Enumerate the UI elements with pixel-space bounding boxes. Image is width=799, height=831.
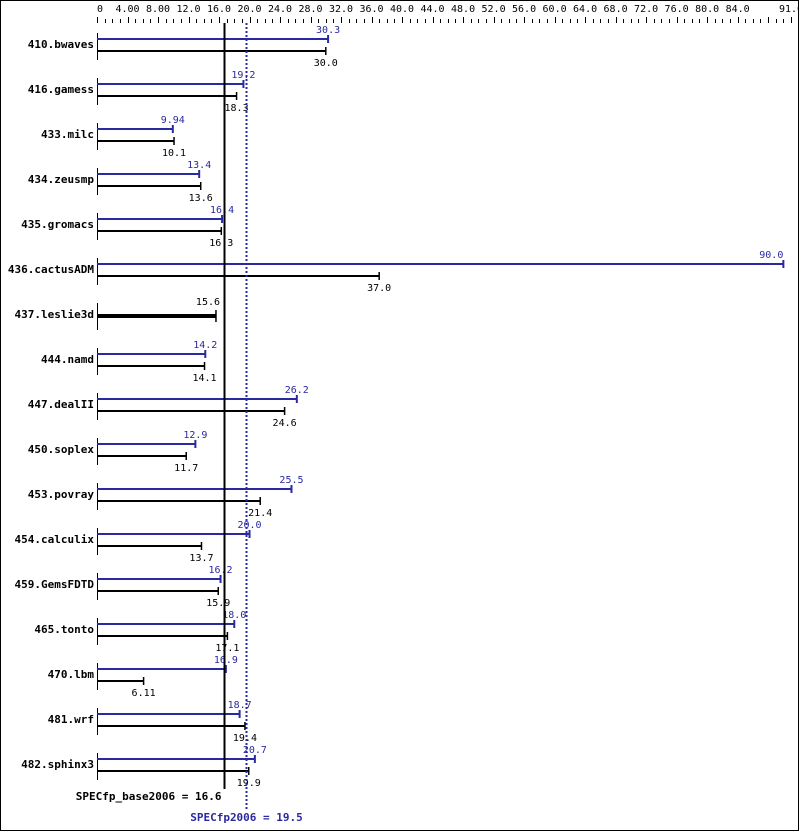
peak-value-label: 12.9: [183, 430, 207, 441]
benchmark-row: 465.tonto 18.0 17.1: [34, 610, 246, 654]
peak-value-label: 9.94: [161, 115, 185, 126]
x-tick-label: 12.0: [176, 4, 200, 15]
peak-value-label: 16.2: [209, 565, 233, 576]
base-value-label: 24.6: [273, 418, 297, 429]
benchmark-row: 453.povray 25.5 21.4: [28, 475, 304, 519]
base-value-label: 37.0: [367, 283, 391, 294]
peak-value-label: 90.0: [759, 250, 783, 261]
base-value-label: 15.9: [206, 598, 230, 609]
peak-value-label: 30.3: [316, 25, 340, 36]
base-score-label: SPECfp_base2006 = 16.6: [76, 790, 222, 803]
peak-value-label: 25.5: [279, 475, 303, 486]
benchmark-label: 481.wrf: [48, 713, 94, 726]
peak-value-label: 26.2: [285, 385, 309, 396]
x-tick-label: 60.0: [543, 4, 567, 15]
benchmark-label: 447.dealII: [28, 398, 94, 411]
base-value-label: 19.9: [237, 778, 261, 789]
x-tick-label: 16.0: [207, 4, 231, 15]
benchmark-row: 416.gamess 19.2 18.3: [28, 70, 256, 114]
base-value-label: 18.3: [225, 103, 249, 114]
benchmark-label: 482.sphinx3: [21, 758, 94, 771]
peak-value-label: 13.4: [187, 160, 211, 171]
x-tick-label: 4.00: [115, 4, 139, 15]
benchmark-label: 437.leslie3d: [15, 308, 94, 321]
benchmark-row: 434.zeusmp 13.4 13.6: [28, 160, 213, 204]
peak-value-label: 20.0: [237, 520, 261, 531]
base-value-label: 16.3: [209, 238, 233, 249]
benchmark-row: 436.cactusADM 90.0 37.0: [8, 250, 785, 294]
base-value-label: 10.1: [162, 148, 186, 159]
x-tick-label: 84.0: [726, 4, 750, 15]
base-value-label: 13.7: [189, 553, 213, 564]
base-value-label: 14.1: [192, 373, 216, 384]
benchmark-label: 470.lbm: [48, 668, 95, 681]
x-tick-label: 20.0: [237, 4, 261, 15]
benchmark-label: 459.GemsFDTD: [15, 578, 95, 591]
peak-value-label: 18.7: [228, 700, 252, 711]
benchmark-row: 435.gromacs 16.4 16.3: [21, 205, 234, 249]
peak-value-label: 20.7: [243, 745, 267, 756]
peak-value-label: 16.4: [210, 205, 234, 216]
benchmark-label: 453.povray: [28, 488, 95, 501]
x-tick-label: 80.0: [695, 4, 719, 15]
x-tick-label: 56.0: [512, 4, 536, 15]
benchmark-label: 454.calculix: [15, 533, 95, 546]
peak-value-label: 16.9: [214, 655, 238, 666]
benchmark-row: 410.bwaves 30.3 30.0: [28, 25, 340, 69]
x-tick-label: 91.0: [779, 4, 798, 15]
base-value-label: 6.11: [132, 688, 156, 699]
x-tick-label: 24.0: [268, 4, 292, 15]
benchmark-label: 450.soplex: [28, 443, 95, 456]
base-value-label: 11.7: [174, 463, 198, 474]
benchmark-row: 450.soplex 12.9 11.7: [28, 430, 208, 474]
peak-score-label: SPECfp2006 = 19.5: [190, 811, 303, 824]
base-value-label: 21.4: [248, 508, 272, 519]
benchmark-label: 416.gamess: [28, 83, 94, 96]
peak-value-label: 18.0: [222, 610, 246, 621]
benchmark-label: 465.tonto: [34, 623, 94, 636]
x-tick-label: 44.0: [421, 4, 445, 15]
x-tick-label: 0: [97, 4, 103, 15]
x-axis: 0 4.00 8.00 12.0 16.0 20.0 24.0 28.0 32.0 36.0 40.…: [97, 4, 798, 23]
base-value-label: 17.1: [215, 643, 239, 654]
base-value-label: 13.6: [189, 193, 213, 204]
x-tick-label: 36.0: [360, 4, 384, 15]
x-tick-label: 64.0: [573, 4, 597, 15]
benchmark-row: 447.dealII 26.2 24.6: [28, 385, 309, 429]
benchmark-row: 444.namd 14.2 14.1: [41, 340, 217, 384]
benchmark-row: 482.sphinx3 20.7 19.9: [21, 745, 267, 789]
base-value-label: 30.0: [314, 58, 338, 69]
base-value-label: 19.4: [233, 733, 257, 744]
x-tick-label: 40.0: [390, 4, 414, 15]
benchmark-label: 436.cactusADM: [8, 263, 94, 276]
benchmark-label: 433.milc: [41, 128, 94, 141]
peak-value-label: 19.2: [231, 70, 255, 81]
benchmark-label: 434.zeusmp: [28, 173, 95, 186]
x-tick-label: 68.0: [604, 4, 628, 15]
benchmark-row: 459.GemsFDTD 16.2 15.9: [15, 565, 233, 609]
benchmark-row: 481.wrf 18.7 19.4: [48, 700, 257, 744]
benchmark-label: 444.namd: [41, 353, 94, 366]
benchmark-label: 435.gromacs: [21, 218, 94, 231]
x-tick-label: 52.0: [482, 4, 506, 15]
benchmark-row: 437.leslie3d 15.6: [15, 297, 220, 330]
benchmark-row: 433.milc 9.94 10.1: [41, 115, 186, 159]
x-tick-label: 48.0: [451, 4, 475, 15]
x-tick-label: 8.00: [146, 4, 170, 15]
benchmark-label: 410.bwaves: [28, 38, 94, 51]
x-tick-label: 28.0: [298, 4, 322, 15]
peak-value-label: 14.2: [193, 340, 217, 351]
x-tick-label: 76.0: [665, 4, 689, 15]
base-value-label: 15.6: [196, 297, 220, 308]
x-tick-label: 32.0: [329, 4, 353, 15]
x-tick-label: 72.0: [634, 4, 658, 15]
benchmark-row: 470.lbm 16.9 6.11: [48, 655, 238, 699]
